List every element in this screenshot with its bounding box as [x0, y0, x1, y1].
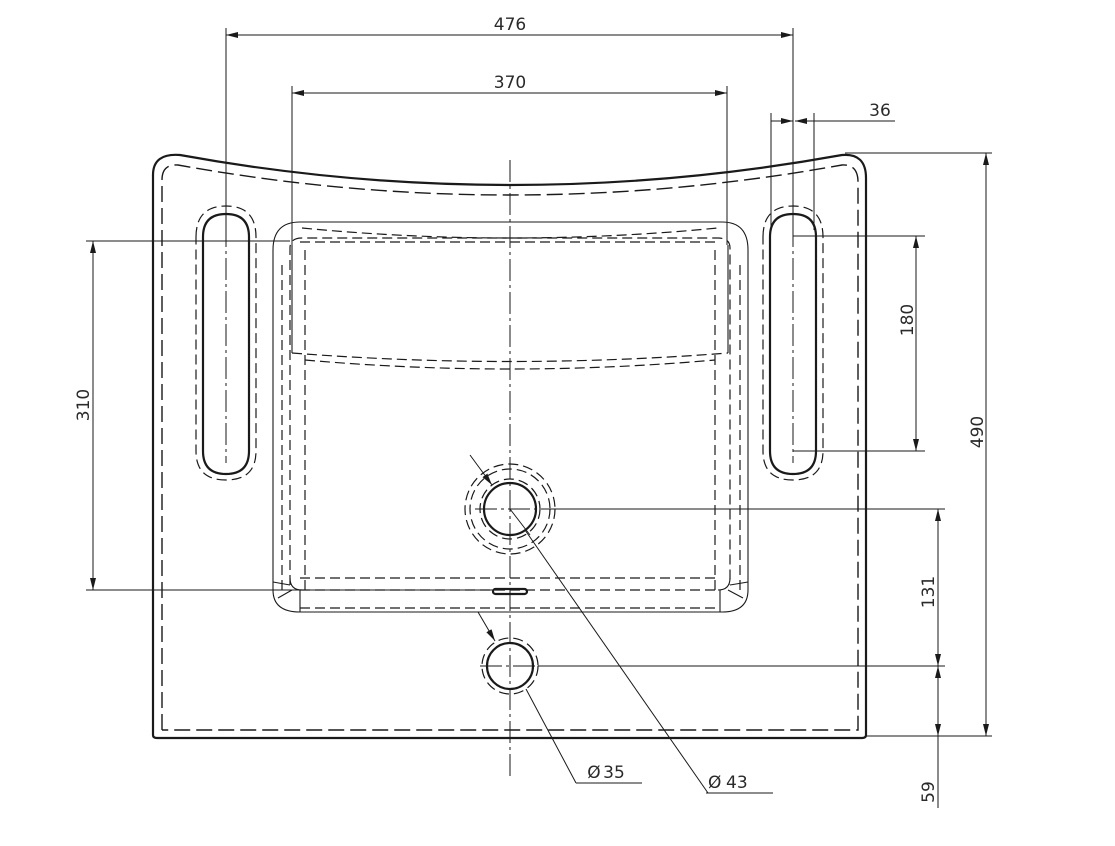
svg-text:370: 370 — [494, 73, 526, 93]
handle-slot-left — [195, 205, 257, 481]
dimension-diameter-35: 35 Ø — [477, 611, 642, 784]
dimension-180: 180 — [793, 235, 925, 452]
dimension-310: 310 — [74, 240, 495, 591]
dimension-370: 370 — [291, 73, 728, 245]
dimension-131: 131 — [538, 508, 945, 667]
svg-text:59: 59 — [919, 781, 939, 803]
dimension-36: 36 — [770, 101, 895, 230]
svg-text:476: 476 — [494, 15, 526, 35]
dimension-476: 476 — [225, 15, 794, 225]
svg-text:310: 310 — [74, 389, 94, 421]
dimension-490: 490 — [845, 152, 992, 737]
svg-text:Ø: Ø — [587, 763, 600, 783]
svg-text:35: 35 — [603, 763, 625, 783]
dimension-diameter-43: 43 Ø — [469, 454, 773, 794]
svg-text:131: 131 — [919, 576, 939, 608]
svg-text:36: 36 — [869, 101, 891, 121]
svg-text:180: 180 — [898, 304, 918, 336]
svg-text:43: 43 — [726, 773, 748, 793]
svg-text:490: 490 — [968, 416, 988, 448]
svg-text:Ø: Ø — [708, 773, 721, 793]
dimension-59: 59 — [919, 666, 941, 808]
basin-outline — [151, 153, 868, 740]
handle-slot-right — [762, 205, 824, 481]
